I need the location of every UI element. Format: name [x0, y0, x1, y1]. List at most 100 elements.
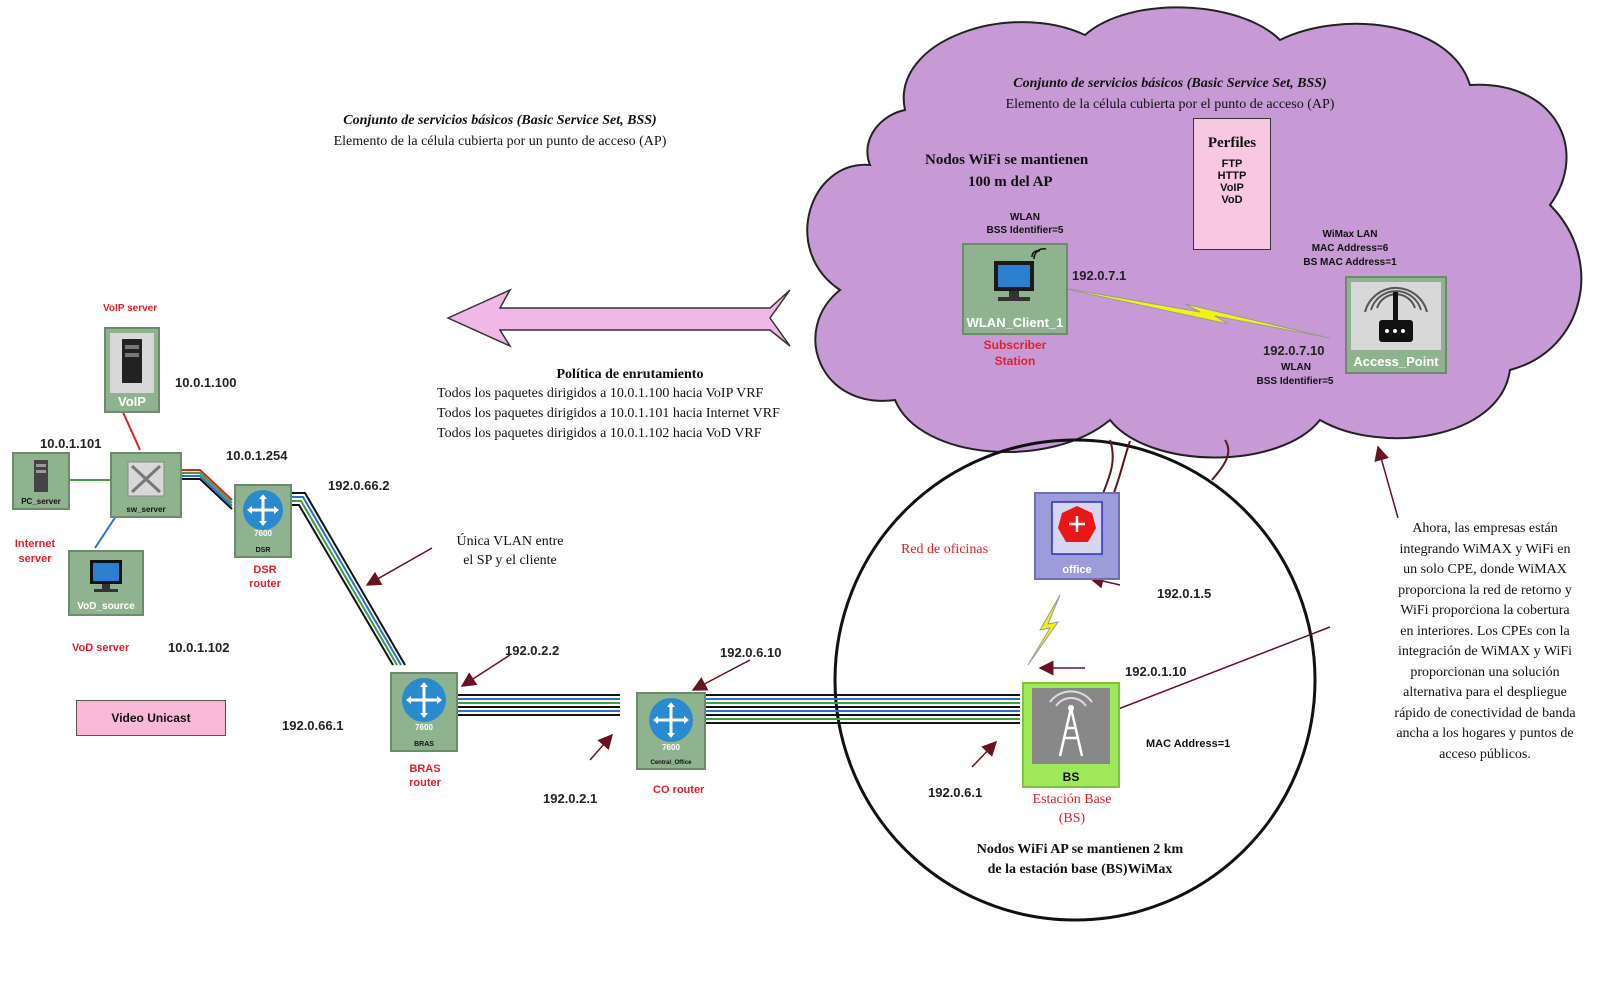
trunk-bras-co [458, 694, 620, 716]
note-line: integración de WiMAX y WiFi [1397, 644, 1573, 659]
bras-ip-left: 192.0.66.1 [282, 718, 344, 733]
dsr-router-chip: 7600 [254, 529, 272, 538]
co-router-chip: 7600 [662, 743, 680, 752]
cloud-bss-title: Conjunto de servicios básicos (Basic Ser… [1013, 76, 1327, 91]
office-network-label: Red de oficinas [901, 542, 989, 557]
station-label: Station [994, 354, 1036, 368]
wlan-client-name: WLAN_Client_1 [966, 315, 1064, 330]
bras-router-tag: BRAS [414, 741, 434, 748]
profile-item: FTP [1221, 158, 1243, 170]
note-line: proporcionan una solución [1410, 664, 1560, 680]
dsr-ip: 10.0.1.254 [226, 448, 288, 463]
ap-wlan-label: WLAN [1281, 362, 1311, 373]
profile-item: VoIP [1220, 182, 1244, 194]
bs-range-text: de la estación base (BS)WiMax [987, 862, 1173, 877]
bs-range-text: Nodos WiFi AP se mantienen 2 km [976, 842, 1184, 857]
computer-icon [90, 560, 122, 592]
routing-line: Todos los paquetes dirigidos a 10.0.1.10… [437, 386, 764, 401]
note-line: un solo CPE, donde WiMAX [1403, 562, 1567, 577]
note-line: integrando WiMAX y WiFi en [1399, 541, 1571, 557]
bras-router-node[interactable]: 7600 BRAS [390, 672, 458, 752]
annotation-arrows [365, 445, 1399, 768]
voip-server-name: VoIP [118, 394, 146, 409]
server-switch-node[interactable]: sw_server [110, 452, 182, 518]
co-router-tag: Central_Office [650, 760, 692, 766]
server-tower-icon [110, 333, 154, 393]
office-name: office [1062, 564, 1092, 576]
profiles-title: Perfiles [1207, 135, 1257, 151]
cloud-bss-subtitle: Elemento de la célula cubierta por el pu… [1005, 97, 1335, 112]
note-line: rápido de conectividad de banda [1394, 705, 1576, 721]
routing-line: Todos los paquetes dirigidos a 10.0.1.10… [437, 406, 780, 421]
router-icon [402, 678, 446, 722]
router-icon [649, 698, 693, 742]
trunk-switch-dsr [180, 469, 233, 510]
profiles-box: Perfiles FTP HTTP VoIP VoD [1193, 118, 1271, 250]
bs-ip-top: 192.0.1.10 [1125, 664, 1187, 679]
switch-icon [127, 461, 165, 497]
pc-server-name: PC_server [21, 497, 61, 506]
left-bss-title: Conjunto de servicios básicos (Basic Ser… [343, 113, 657, 128]
bras-ip-right: 192.0.2.2 [505, 643, 560, 658]
office-node[interactable]: office [1034, 492, 1120, 580]
note-line: acceso públicos. [1439, 746, 1531, 762]
routing-title: Política de enrutamiento [556, 367, 704, 382]
routing-line: Todos los paquetes dirigidos a 10.0.1.10… [437, 426, 762, 441]
dsr-wan-ip: 192.0.66.2 [328, 478, 390, 493]
note-line: proporciona la red de retorno y [1398, 582, 1572, 598]
wireless-link-office-bs-bolt [1027, 594, 1061, 666]
base-station-node[interactable]: BS [1022, 682, 1120, 788]
vod-ip: 10.0.1.102 [168, 640, 230, 655]
cloud-tail-line [1211, 439, 1230, 481]
vod-source-node[interactable]: VoD_source [68, 550, 144, 616]
co-router-node[interactable]: 7600 Central_Office [636, 692, 706, 770]
voip-server-title: VoIP server [103, 303, 158, 314]
co-ip-right: 192.0.6.10 [720, 645, 782, 660]
bras-router-chip: 7600 [415, 723, 433, 732]
switch-name: sw_server [126, 505, 166, 514]
right-explanation-note: Ahora, las empresas están integrando WiM… [1355, 519, 1615, 765]
ap-bss-label: BSS Identifier=5 [1256, 376, 1334, 387]
router-antenna-icon [1351, 282, 1441, 350]
wlan-client-ip: 192.0.7.1 [1072, 268, 1127, 283]
ap-wimax-label: WiMax LAN [1322, 229, 1378, 240]
co-label: CO router [653, 784, 705, 796]
dsr-router-node[interactable]: 7600 DSR [234, 484, 292, 558]
note-line: WiFi proporciona la cobertura [1400, 603, 1570, 618]
dsr-label: DSR [253, 564, 277, 576]
bs-ip-bottom: 192.0.6.1 [928, 785, 983, 800]
access-point-node[interactable]: Access_Point [1345, 276, 1447, 374]
note-line: alternativa para el despliegue [1403, 685, 1567, 700]
vod-server-title: VoD server [72, 642, 130, 654]
office-router-icon [1051, 501, 1103, 555]
vlan-note: Única VLAN entre [456, 534, 564, 549]
note-line: ancha a los hogares y puntos de [1396, 726, 1574, 741]
wlan-client-node[interactable]: WLAN_Client_1 [962, 243, 1068, 335]
dsr-label: router [249, 578, 281, 590]
routing-direction-arrow [446, 288, 791, 348]
vlan-note: el SP y el cliente [463, 553, 557, 568]
voip-server-node[interactable]: VoIP [104, 327, 160, 413]
bs-label: Estación Base [1032, 792, 1112, 807]
cell-tower-icon [1032, 688, 1110, 764]
profile-item: HTTP [1217, 170, 1247, 182]
bs-coverage-circle [833, 438, 1317, 922]
co-ip-left: 192.0.2.1 [543, 791, 598, 806]
ap-mac-label: MAC Address=6 [1311, 243, 1389, 254]
note-line: en interiores. Los CPEs con la [1400, 623, 1570, 639]
internet-server-label: Internet [14, 538, 56, 550]
office-ip: 192.0.1.5 [1157, 586, 1212, 601]
bs-label: (BS) [1058, 811, 1086, 826]
bs-name: BS [1062, 770, 1080, 784]
server-tower-icon [34, 460, 48, 492]
dsr-router-tag: DSR [255, 547, 271, 554]
profile-item: VoD [1221, 194, 1243, 206]
video-unicast-box: Video Unicast [76, 700, 226, 736]
trunk-co-bs [688, 694, 1020, 724]
bras-label: router [409, 777, 441, 789]
bras-label: BRAS [409, 763, 441, 775]
pc-server-node[interactable]: PC_server [12, 452, 70, 510]
subscriber-label: Subscriber [983, 338, 1047, 352]
access-point-name: Access_Point [1353, 354, 1439, 369]
ap-bs-mac-label: BS MAC Address=1 [1303, 257, 1397, 268]
